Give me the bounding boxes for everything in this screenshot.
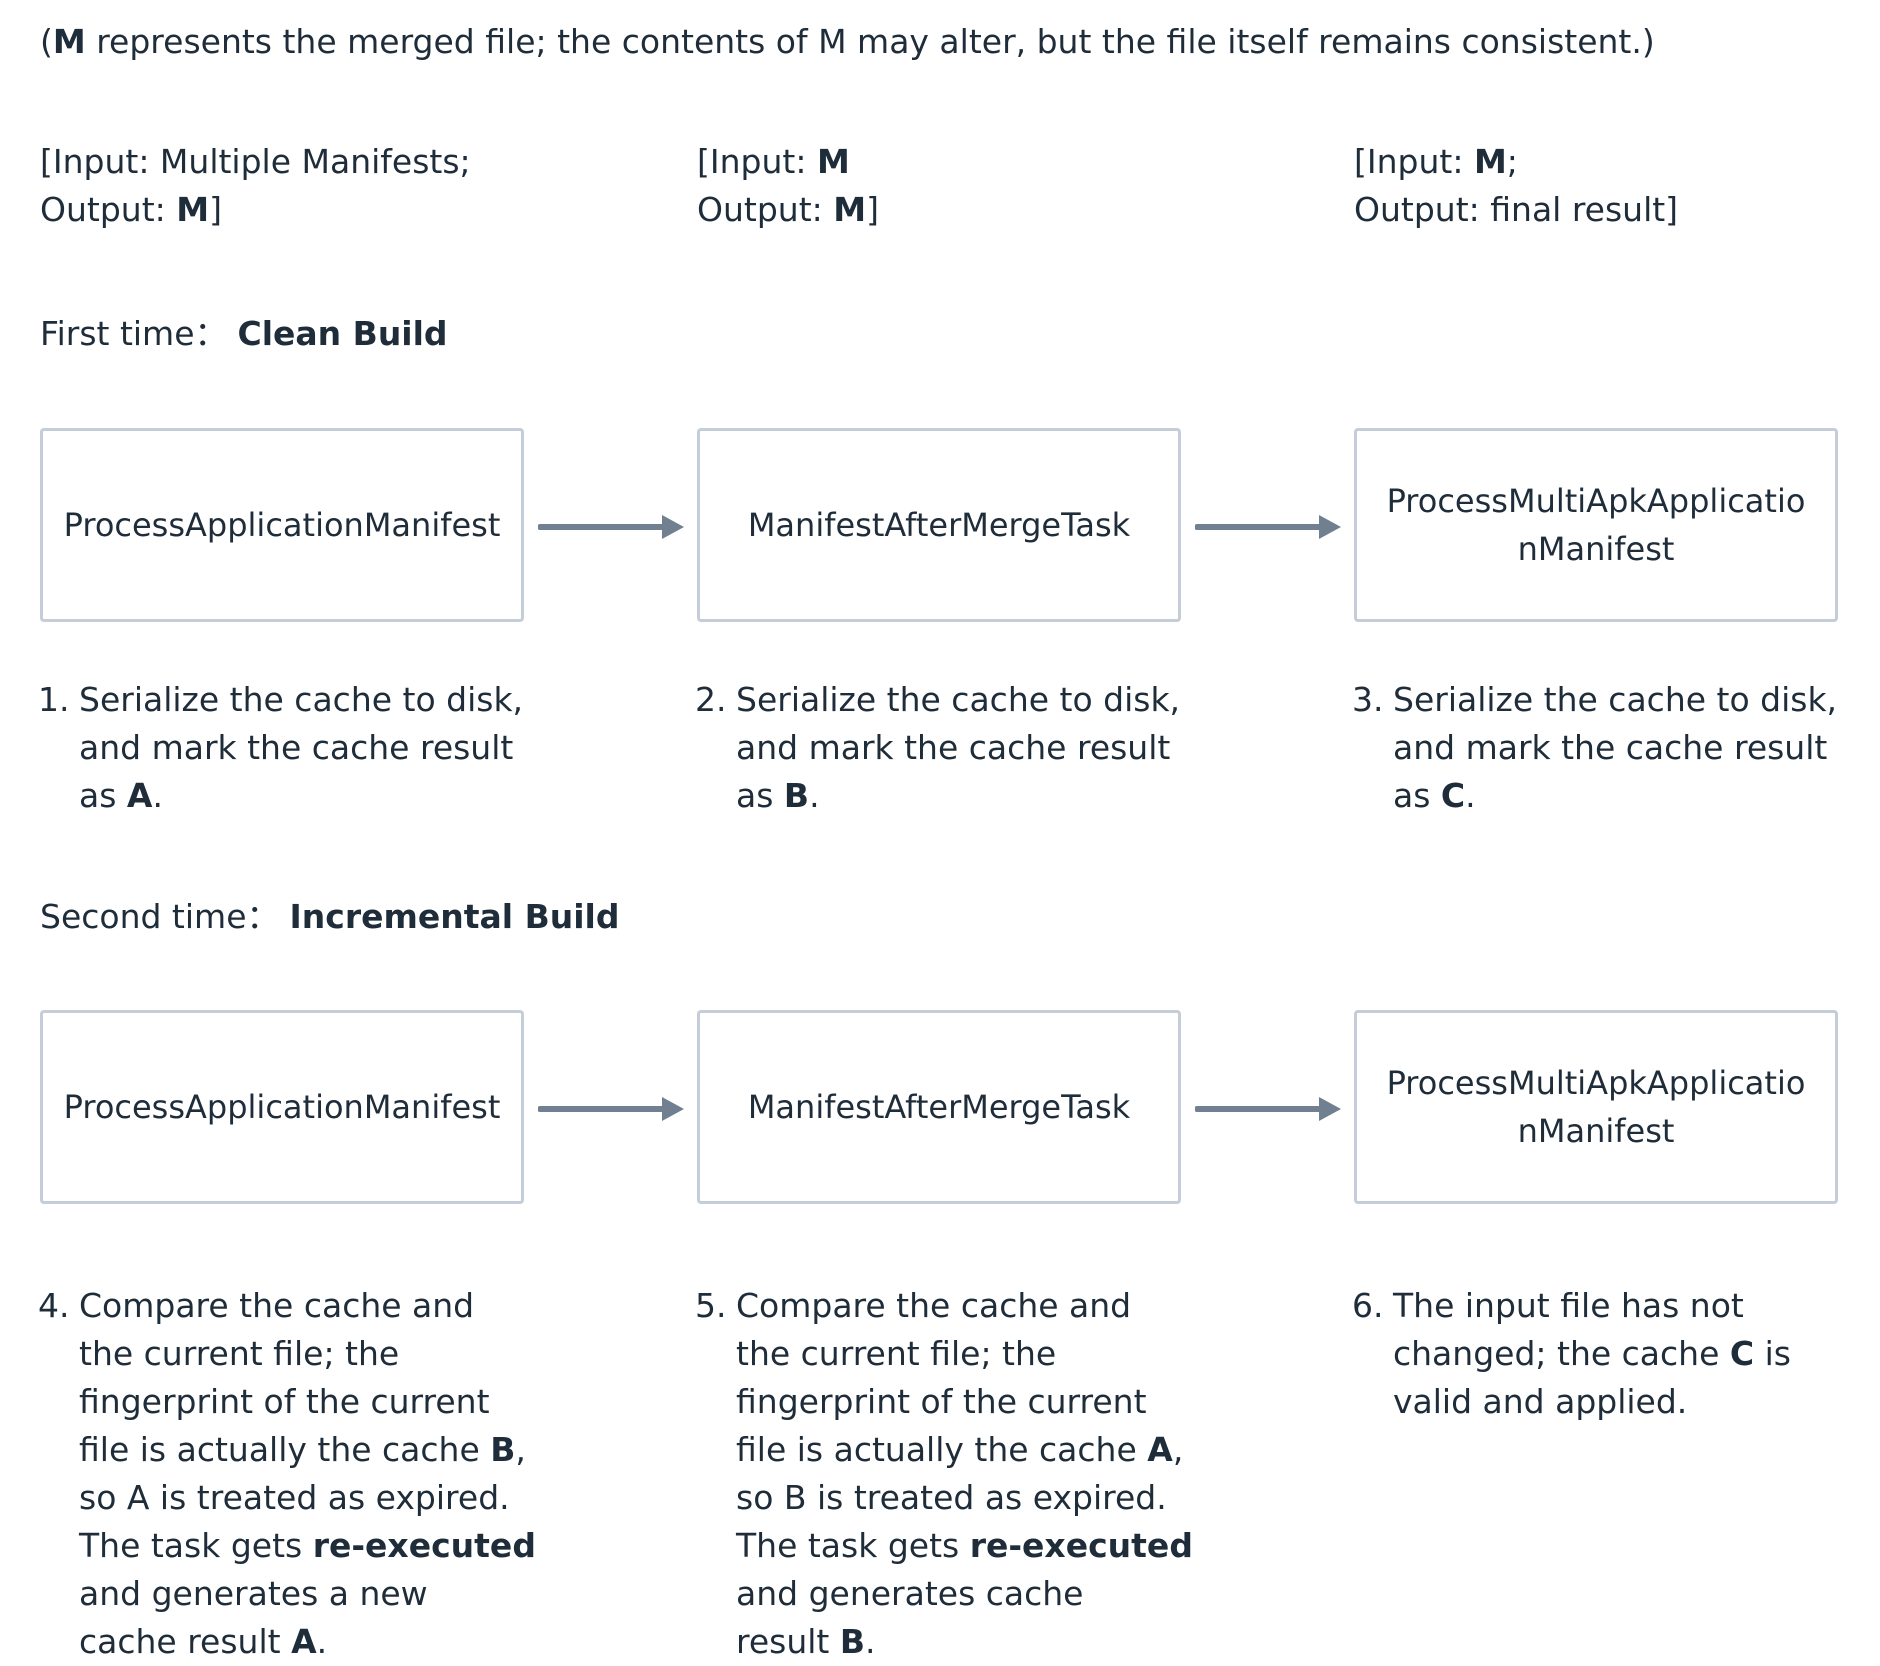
io-label-1: [Input: Multiple Manifests; Output: M]: [40, 142, 471, 229]
task-box-process-multi-apk: ProcessMultiApkApplicatio nManifest: [1354, 428, 1838, 622]
clean-build-heading: First time：Clean Build: [40, 314, 448, 353]
io-label-2: [Input: M Output: M]: [697, 142, 879, 229]
task-box-process-multi-apk: ProcessMultiApkApplicatio nManifest: [1354, 1010, 1838, 1204]
task-box-manifest-after-merge: ManifestAfterMergeTask: [697, 1010, 1181, 1204]
task-box-manifest-after-merge: ManifestAfterMergeTask: [697, 428, 1181, 622]
task-box-process-application-manifest: ProcessApplicationManifest: [40, 428, 524, 622]
arrow-right-icon: [1195, 515, 1341, 539]
arrow-right-icon: [1195, 1097, 1341, 1121]
arrow-right-icon: [538, 515, 684, 539]
io-label-3: [Input: M; Output: final result]: [1354, 142, 1679, 229]
merged-file-note: (M represents the merged file; the conte…: [40, 22, 1655, 61]
incremental-build-heading: Second time：Incremental Build: [40, 897, 620, 936]
task-box-process-application-manifest: ProcessApplicationManifest: [40, 1010, 524, 1204]
arrow-right-icon: [538, 1097, 684, 1121]
